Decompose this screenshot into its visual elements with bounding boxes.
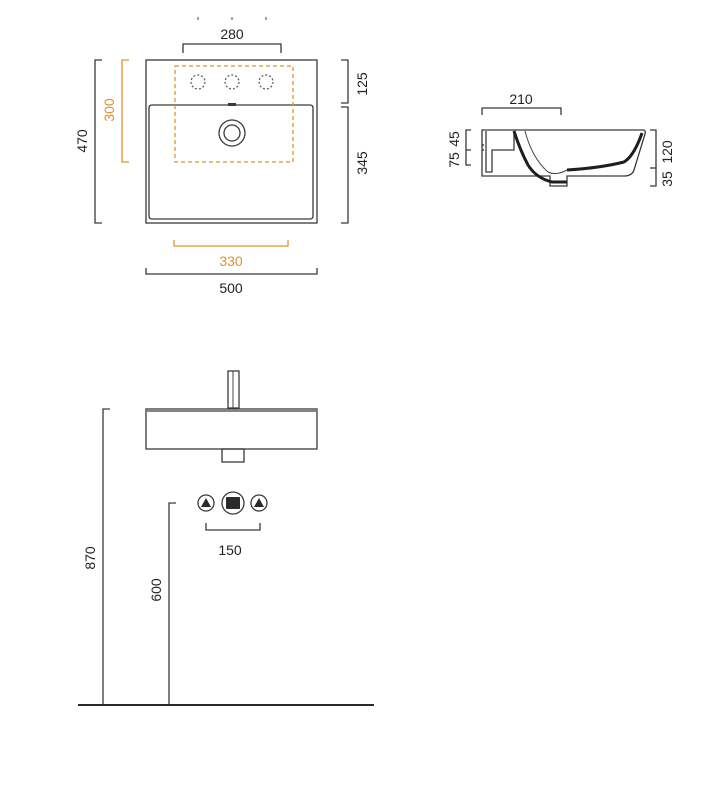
overflow-slot	[228, 103, 236, 106]
dim-inner-depth-label: 300	[101, 98, 117, 122]
dim-back-ledge-label: 125	[354, 72, 370, 96]
dim-side-right: 120 35	[650, 129, 675, 187]
dim-inner-depth: 300	[101, 59, 129, 163]
side-bowl-front	[566, 132, 644, 172]
installation-view: 150 870 600	[78, 370, 374, 706]
dim-total-height-label: 120	[659, 140, 675, 164]
tap-hole-right	[258, 74, 274, 90]
dim-supply-height-label: 600	[148, 578, 164, 602]
dim-right-depths: 125 345	[341, 59, 370, 224]
inner-bowl	[148, 104, 314, 220]
inner-area-dashed	[174, 65, 294, 163]
side-back-cavity	[485, 131, 515, 173]
side-bowl-curve	[512, 130, 567, 184]
dim-tap-spacing: 280	[182, 26, 282, 53]
dim-inner-width-label: 330	[219, 253, 243, 269]
dim-overall-depth-label: 470	[74, 129, 90, 153]
dim-overall-width-label: 500	[219, 280, 243, 296]
dim-valve-spacing-label: 150	[218, 542, 242, 558]
dim-overall-width: 500	[145, 268, 318, 296]
side-profile-outer	[481, 129, 646, 187]
drain-pipe	[221, 448, 245, 463]
dim-tap-spacing-label: 280	[220, 26, 244, 42]
top-view: 280 470 300 125 345 330 500	[74, 17, 370, 296]
basin-outline	[145, 59, 318, 224]
basin-front	[145, 408, 318, 450]
dim-side-left: 45 75	[446, 129, 471, 168]
dim-overall-depth: 470	[74, 59, 102, 224]
dim-inner-width: 330	[173, 240, 289, 269]
tap-hole-center	[224, 74, 240, 90]
dim-drain-height-label: 35	[659, 171, 675, 187]
dim-outer-height-label: 75	[446, 152, 462, 168]
dim-basin-depth: 210	[481, 91, 562, 115]
valve-left	[197, 494, 215, 512]
tap-hole-left	[190, 74, 206, 90]
valve-center-square	[226, 497, 240, 509]
dim-supply-height: 600	[148, 502, 176, 705]
dim-rim-height-label: 870	[82, 546, 98, 570]
dim-valve-spacing: 150	[205, 523, 261, 558]
valve-center	[221, 491, 245, 515]
valve-right	[250, 494, 268, 512]
dim-front-depth-label: 345	[354, 151, 370, 175]
dim-rim-height-label: 45	[446, 131, 462, 147]
drain-inner	[223, 124, 241, 142]
valve-left-triangle	[201, 498, 211, 507]
valve-right-triangle	[254, 498, 264, 507]
dim-basin-depth-label: 210	[509, 91, 533, 107]
dim-rim-height: 870	[82, 408, 110, 705]
side-view: 210 45 75 120 35	[446, 91, 675, 187]
drain-outer	[218, 119, 246, 147]
